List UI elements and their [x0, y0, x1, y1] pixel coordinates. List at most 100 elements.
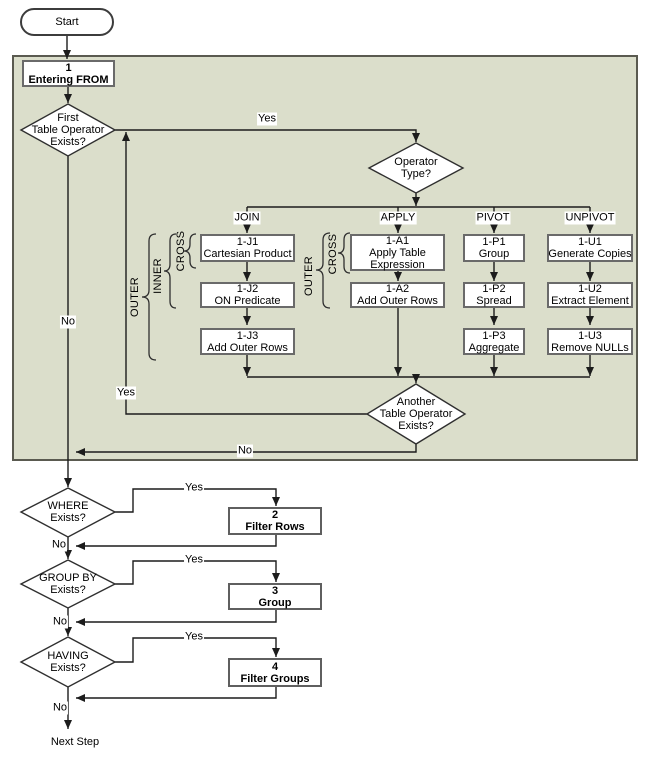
decision-line: Type?: [401, 168, 431, 180]
group-label-join-outer: OUTER: [129, 277, 141, 317]
step-id: 1-J3: [236, 329, 259, 342]
step-label: Extract Element: [551, 295, 629, 307]
decision-line: Operator: [394, 156, 438, 168]
edge-yes-having: Yes: [184, 630, 204, 644]
step-join-1: 1-J1 Cartesian Product: [200, 234, 295, 262]
column-header-unpivot: UNPIVOT: [564, 211, 616, 225]
step-id: 1-P2: [482, 283, 506, 295]
step-group: 3 Group: [228, 583, 322, 610]
step-filter-groups: 4 Filter Groups: [228, 658, 322, 687]
step-filter-rows: 2 Filter Rows: [228, 507, 322, 535]
step-entering-from: 1 Entering FROM: [22, 60, 115, 87]
step-pivot-3: 1-P3 Aggregate: [463, 328, 525, 355]
decision-group-by: GROUP BY Exists?: [39, 572, 97, 596]
step-pivot-2: 1-P2 Spread: [463, 282, 525, 308]
brace-join-outer: [141, 233, 157, 361]
group-label-apply-cross: CROSS: [327, 233, 339, 275]
group-label-join-cross: CROSS: [175, 230, 187, 272]
next-step-label: Next Step: [50, 736, 100, 748]
step-id: 1-A1: [385, 234, 410, 247]
decision-where: WHERE Exists?: [48, 500, 89, 524]
step-number: 2: [271, 509, 279, 521]
decision-line: Exists?: [50, 662, 86, 674]
edge-yes-group-by: Yes: [184, 553, 204, 567]
step-label: ON Predicate: [214, 295, 281, 307]
start-node: Start: [20, 8, 114, 36]
decision-line: HAVING: [47, 650, 89, 662]
diamond-group-by-shape: [19, 559, 117, 609]
decision-line: First: [57, 112, 79, 124]
step-number: 4: [271, 660, 279, 673]
group-label-apply-outer: OUTER: [303, 256, 315, 296]
step-id: 1-P3: [482, 329, 506, 342]
diamond-another-op-shape: [365, 383, 467, 445]
step-id: 1-U2: [578, 283, 602, 295]
decision-line: Exists?: [50, 512, 86, 524]
edge-yes-where: Yes: [184, 481, 204, 495]
step-label: Add Outer Rows: [207, 341, 288, 354]
step-label: Remove NULLs: [551, 341, 629, 354]
brace-join-inner: [163, 233, 177, 309]
decision-first-op: First Table Operator Exists?: [32, 112, 105, 148]
step-label: Generate Copies: [548, 248, 632, 260]
step-id: 1-J1: [236, 236, 259, 248]
decision-line: Exists?: [398, 420, 434, 432]
step-label: Group: [478, 248, 510, 260]
step-label: Aggregate: [468, 341, 520, 354]
diamond-where-shape: [19, 487, 117, 538]
step-join-2: 1-J2 ON Predicate: [200, 282, 295, 308]
step-unpivot-1: 1-U1 Generate Copies: [547, 234, 633, 262]
edge-yes-another-op: Yes: [116, 386, 136, 400]
step-id: 1-A2: [385, 283, 410, 295]
step-id: 1-P1: [482, 236, 506, 248]
decision-diamonds: [19, 103, 467, 688]
edge-yes-first-op: Yes: [257, 112, 277, 126]
decision-line: Table Operator: [31, 124, 105, 136]
step-join-3: 1-J3 Add Outer Rows: [200, 328, 295, 355]
diamond-first-op-shape: [19, 103, 117, 157]
grouping-braces: [141, 232, 351, 361]
decision-having: HAVING Exists?: [47, 650, 88, 674]
step-label: Entering FROM: [28, 73, 109, 86]
step-unpivot-2: 1-U2 Extract Element: [547, 282, 633, 308]
edge-no-where: No: [50, 538, 68, 552]
decision-another-op: Another Table Operator Exists?: [380, 396, 453, 432]
step-id: 1-J2: [236, 283, 259, 295]
start-label: Start: [55, 16, 79, 28]
step-label: Spread: [476, 295, 512, 307]
step-number: 1: [65, 61, 72, 74]
column-header-apply: APPLY: [379, 211, 417, 225]
decision-line: GROUP BY: [39, 572, 97, 584]
step-apply-2: 1-A2 Add Outer Rows: [350, 282, 445, 308]
decision-line: WHERE: [47, 500, 89, 512]
decision-line: Another: [396, 396, 436, 408]
decision-line: Exists?: [50, 136, 86, 148]
step-label: Filter Rows: [245, 521, 305, 533]
brace-join-cross: [183, 233, 197, 269]
edge-no-having: No: [51, 701, 69, 715]
diamond-op-type-shape: [367, 142, 465, 194]
step-label: Group: [258, 596, 292, 609]
connector-lines: [63, 36, 594, 729]
step-id: 1-U1: [578, 236, 602, 248]
column-header-pivot: PIVOT: [475, 211, 511, 225]
step-id: 1-U3: [578, 329, 602, 342]
brace-apply-cross: [337, 232, 351, 274]
step-pivot-1: 1-P1 Group: [463, 234, 525, 262]
decision-line: Table Operator: [379, 408, 453, 420]
step-label: Filter Groups: [240, 672, 310, 685]
edge-no-group-by: No: [51, 615, 69, 629]
step-apply-1: 1-A1 Apply Table Expression: [350, 234, 445, 271]
decision-line: Exists?: [50, 584, 86, 596]
step-unpivot-3: 1-U3 Remove NULLs: [547, 328, 633, 355]
brace-apply-outer: [315, 232, 331, 309]
group-label-join-inner: INNER: [152, 258, 164, 294]
step-label: Cartesian Product: [203, 248, 292, 260]
step-label: Apply Table Expression: [369, 246, 426, 271]
step-label: Add Outer Rows: [357, 295, 438, 307]
decision-op-type: Operator Type?: [394, 156, 437, 180]
step-number: 3: [271, 584, 279, 597]
edge-no-first-op: No: [59, 315, 77, 329]
